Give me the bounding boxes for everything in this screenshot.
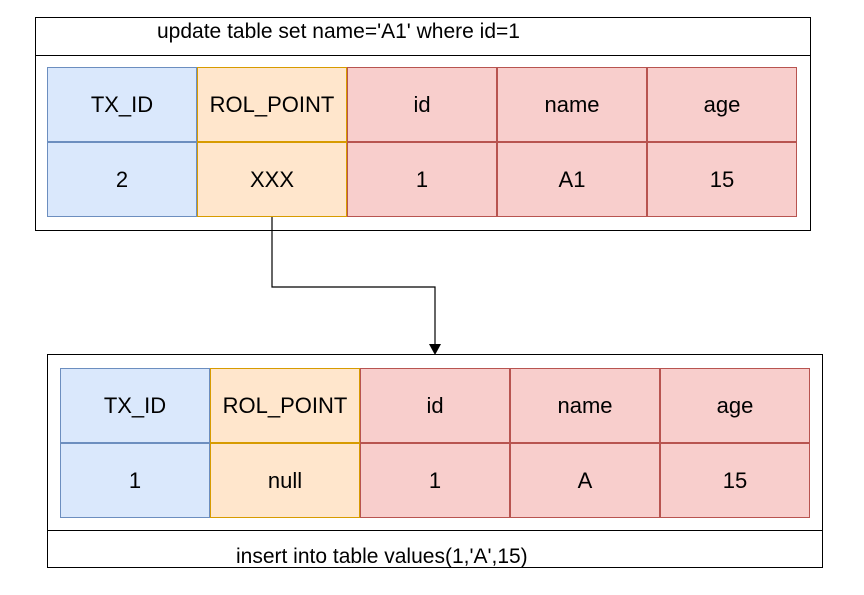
top-record-divider xyxy=(35,55,811,56)
bottom-value-name: A xyxy=(510,443,660,518)
top-value-name: A1 xyxy=(497,142,647,217)
rollback-pointer-line xyxy=(271,217,436,347)
bottom-header-rol-point: ROL_POINT xyxy=(210,368,360,443)
bottom-value-id: 1 xyxy=(360,443,510,518)
insert-statement: insert into table values(1,'A',15) xyxy=(236,545,528,568)
top-value-age: 15 xyxy=(647,142,797,217)
top-record-frame xyxy=(35,17,811,231)
bottom-value-age: 15 xyxy=(660,443,810,518)
top-header-name: name xyxy=(497,67,647,142)
top-header-rol-point: ROL_POINT xyxy=(197,67,347,142)
bottom-record-frame xyxy=(47,354,823,568)
bottom-header-age: age xyxy=(660,368,810,443)
bottom-record-divider xyxy=(47,530,823,531)
bottom-value-tx-id: 1 xyxy=(60,443,210,518)
top-header-id: id xyxy=(347,67,497,142)
top-value-tx-id: 2 xyxy=(47,142,197,217)
bottom-header-id: id xyxy=(360,368,510,443)
top-value-rol-point: XXX xyxy=(197,142,347,217)
top-header-tx-id: TX_ID xyxy=(47,67,197,142)
top-header-age: age xyxy=(647,67,797,142)
bottom-header-name: name xyxy=(510,368,660,443)
rollback-pointer-arrowhead xyxy=(429,344,441,355)
update-statement: update table set name='A1' where id=1 xyxy=(157,20,520,43)
top-value-id: 1 xyxy=(347,142,497,217)
bottom-header-tx-id: TX_ID xyxy=(60,368,210,443)
bottom-value-rol-point: null xyxy=(210,443,360,518)
